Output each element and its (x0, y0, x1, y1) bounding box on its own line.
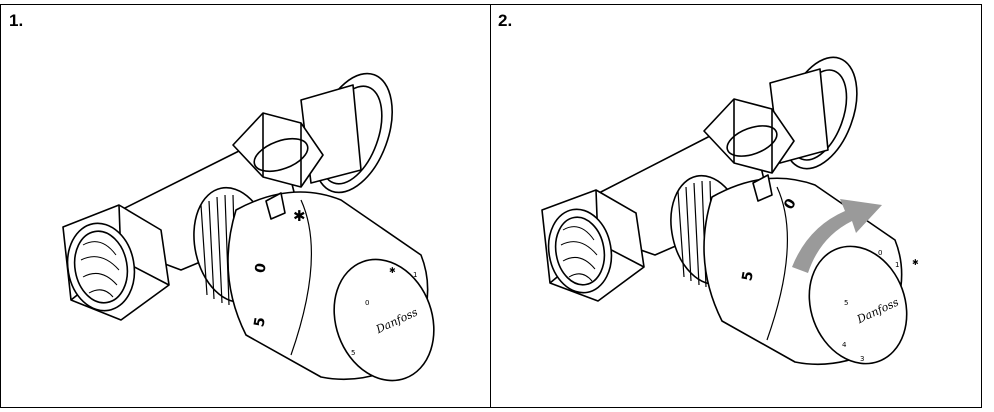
dial-mark-snow: ✱ (293, 207, 306, 225)
cap-mark-snow: ✱ (912, 258, 919, 267)
cap-mark-0: 0 (365, 299, 369, 307)
cap-mark-1: 1 (413, 271, 417, 279)
dial-mark-0: 0 (252, 262, 269, 275)
step-number: 2. (498, 11, 513, 30)
cap-mark-5: 5 (844, 299, 848, 307)
dial-mark-5: 5 (251, 316, 268, 328)
step-number: 1. (9, 11, 24, 30)
dial-lever (265, 192, 286, 220)
left-hex-nut (62, 204, 170, 321)
cap-mark-0: 0 (878, 249, 882, 257)
upper-hex-nut (232, 112, 324, 188)
step-panel-2: 2. (490, 4, 982, 408)
cap-mark-1: 1 (895, 261, 899, 269)
cap-mark-4: 4 (842, 341, 847, 349)
upper-hex-nut (703, 98, 795, 174)
dial-lever (752, 174, 773, 202)
valve-illustration: ✱ 0 5 ✱ 0 1 5 Danfoss (62, 72, 435, 382)
valve-illustration: 0 5 ✱ 1 0 5 4 3 Danfoss (541, 56, 919, 366)
step-panel-1: 1. (0, 4, 491, 408)
thermostat-head (227, 191, 435, 382)
cap-mark-snow: ✱ (389, 266, 396, 275)
left-hex-nut (541, 189, 645, 302)
cap-mark-3: 3 (860, 355, 864, 363)
cap-mark-5: 5 (351, 349, 355, 357)
rotation-arrow (792, 199, 882, 273)
dial-mark-5: 5 (739, 270, 756, 282)
thermostat-head (703, 177, 908, 366)
